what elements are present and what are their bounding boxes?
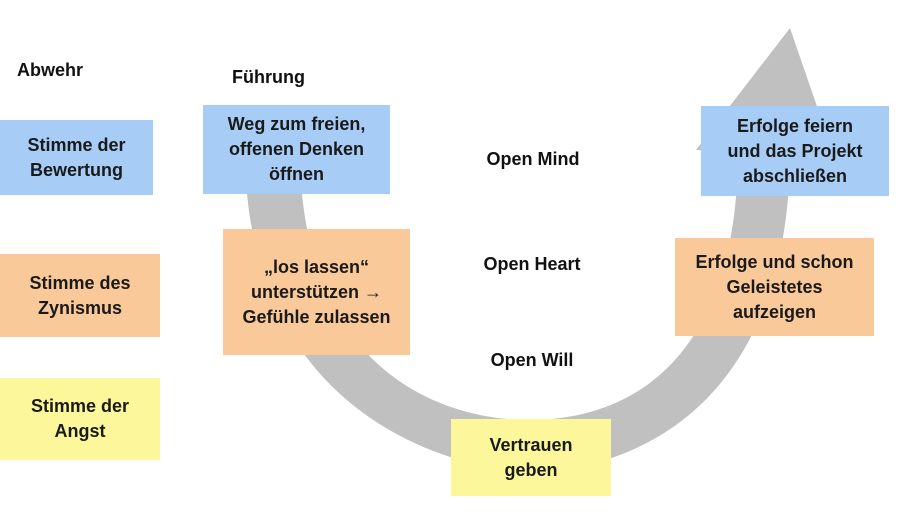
voice-of-fear-box: Stimme der Angst [0, 378, 160, 460]
open-heart-label: Open Heart [483, 254, 581, 274]
show-success-box: Erfolge und schon Geleistetes aufzeigen [675, 238, 874, 336]
leadership-heading: Führung [232, 67, 305, 87]
u-arrow-shape [245, 28, 832, 472]
defense-heading: Abwehr [17, 60, 84, 80]
let-go-box: „los lassen“ unterstützen → Gefühle zula… [223, 229, 410, 355]
voice-of-cynicism-box: Stimme des Zynismus [0, 254, 160, 337]
trust-box: Vertrauen geben [451, 419, 611, 496]
open-will-label: Open Will [490, 350, 574, 370]
celebrate-box: Erfolge feiern und das Projekt abschließ… [701, 106, 889, 196]
open-thinking-box: Weg zum freien, offenen Denken öffnen [203, 105, 390, 194]
voice-of-judgment-box: Stimme der Bewertung [0, 120, 153, 195]
open-mind-label: Open Mind [486, 149, 580, 169]
